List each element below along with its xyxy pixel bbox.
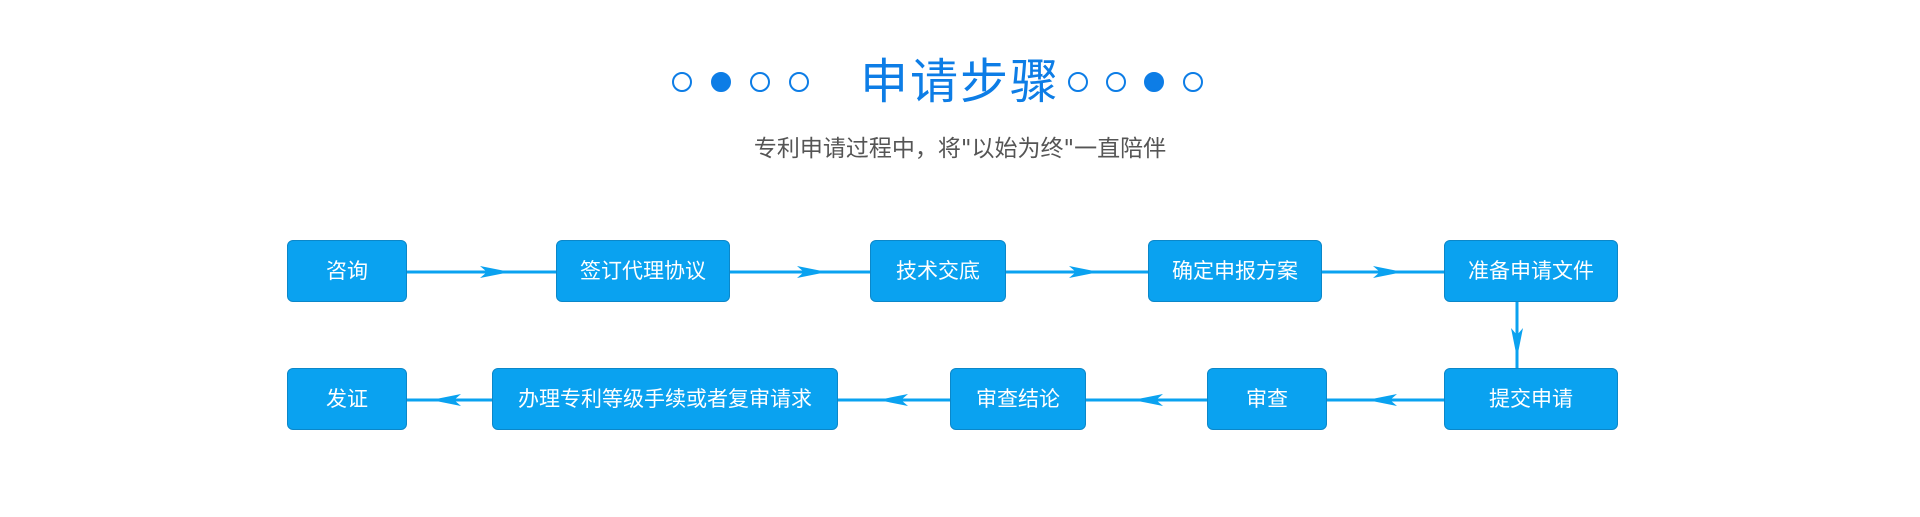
- step-examination-conclusion: 审查结论: [950, 368, 1086, 430]
- step-consult: 咨询: [287, 240, 407, 302]
- decor-dot-right-1: [1068, 72, 1088, 92]
- step-issue-certificate: 发证: [287, 368, 407, 430]
- decor-dot-left-4: [789, 72, 809, 92]
- step-technical-disclosure: 技术交底: [870, 240, 1006, 302]
- decor-dot-left-3: [750, 72, 770, 92]
- page-subtitle: 专利申请过程中，将"以始为终"一直陪伴: [753, 136, 1167, 162]
- step-sign-agreement: 签订代理协议: [556, 240, 730, 302]
- step-submit-application: 提交申请: [1444, 368, 1618, 430]
- decor-dot-right-2: [1106, 72, 1126, 92]
- decor-dot-right-3: [1144, 72, 1164, 92]
- step-registration-or-reexamination: 办理专利等级手续或者复审请求: [492, 368, 838, 430]
- decor-dot-right-4: [1183, 72, 1203, 92]
- page-title: 申请步骤: [859, 54, 1060, 110]
- step-determine-plan: 确定申报方案: [1148, 240, 1322, 302]
- decor-dot-left-2: [711, 72, 731, 92]
- step-prepare-documents: 准备申请文件: [1444, 240, 1618, 302]
- step-examination: 审查: [1207, 368, 1327, 430]
- decor-dot-left-1: [672, 72, 692, 92]
